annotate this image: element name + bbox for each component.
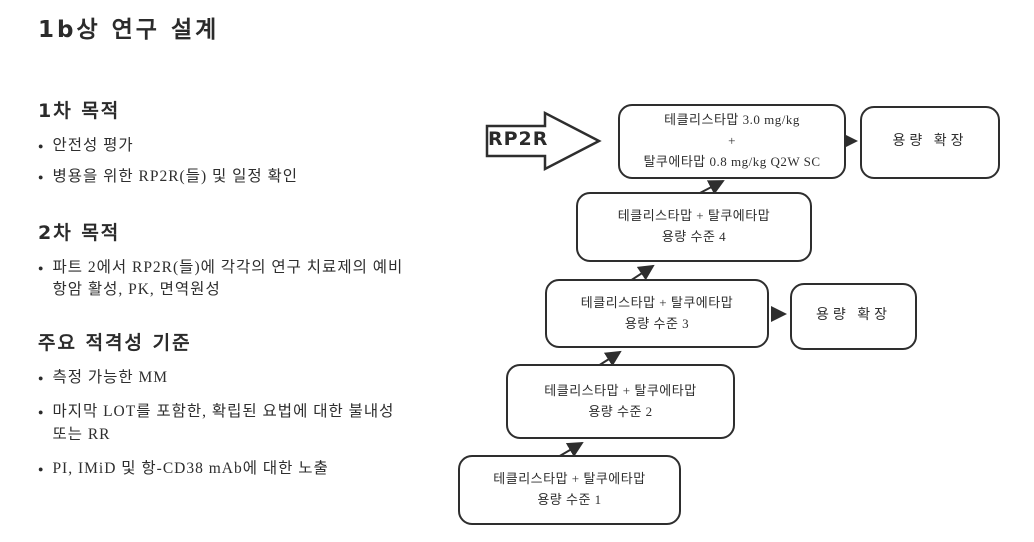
secondary-objective-heading: 2차 목적 <box>38 222 121 244</box>
box-text-line: 용량 확장 <box>815 308 892 324</box>
dose-level2-box: 테클리스타맙 + 탈쿠에타맙 용량 수준 2 <box>506 364 735 439</box>
dose-expansion-top-box: 용량 확장 <box>860 106 1000 179</box>
box-text-line: 테클리스타맙 + 탈쿠에타맙 <box>493 471 646 487</box>
bullet-text: 파트 2에서 RP2R(들)에 각각의 연구 치료제의 예비 항암 활성, PK… <box>52 259 404 299</box>
bullet-icon: ● <box>38 407 45 418</box>
arrow-level4-to-top-box-icon <box>697 180 725 195</box>
key-eligibility-heading: 주요 적격성 기준 <box>38 332 192 354</box>
list-item: ● 파트 2에서 RP2R(들)에 각각의 연구 치료제의 예비 항암 활성, … <box>38 257 453 302</box>
arrow-level1-to-level2-icon <box>557 441 584 458</box>
bullet-text: 측정 가능한 MM <box>52 369 169 386</box>
bullet-icon: ● <box>38 373 45 383</box>
dose-level4-box: 테클리스타맙 + 탈쿠에타맙 용량 수준 4 <box>576 192 812 262</box>
box-text-line: 테클리스타맙 + 탈쿠에타맙 <box>617 208 771 224</box>
box-text-line: 용량 확장 <box>892 134 968 150</box>
primary-objective-heading: 1차 목적 <box>38 100 121 122</box>
box-text-line: 테클리스타맙 + 탈쿠에타맙 <box>580 294 734 310</box>
bullet-icon: ● <box>38 172 45 183</box>
box-text-line: 테클리스타맙 3.0 mg/kg <box>664 112 800 128</box>
box-text-line: 용량 수준 3 <box>624 315 690 331</box>
bullet-text: PI, IMiD 및 항-CD38 mAb에 대한 노출 <box>52 460 329 478</box>
list-item: ● 안전성 평가 <box>38 135 453 157</box>
list-item: ● 마지막 LOT를 포함한, 확립된 요법에 대한 불내성 또는 RR <box>38 401 453 446</box>
bullet-text: 안전성 평가 <box>52 137 134 154</box>
bullet-text: 마지막 LOT를 포함한, 확립된 요법에 대한 불내성 또는 RR <box>52 403 395 443</box>
arrow-level3-to-level4-icon <box>629 264 655 282</box>
box-text-line: 용량 수준 4 <box>661 229 727 244</box>
section-secondary-objective: 2차 목적 ● 파트 2에서 RP2R(들)에 각각의 연구 치료제의 예비 항… <box>38 218 453 311</box>
bullet-icon: ● <box>38 464 45 475</box>
list-item: ● PI, IMiD 및 항-CD38 mAb에 대한 노출 <box>38 458 453 480</box>
box-text-line: + <box>728 133 736 149</box>
list-item: ● 측정 가능한 MM <box>38 367 453 389</box>
dose-level1-box: 테클리스타맙 + 탈쿠에타맙 용량 수준 1 <box>458 455 681 525</box>
section-key-eligibility: 주요 적격성 기준 ● 측정 가능한 MM ● 마지막 LOT를 포함한, 확립… <box>38 328 453 493</box>
rp2r-arrow-label: RP2R <box>488 128 549 150</box>
section-primary-objective: 1차 목적 ● 안전성 평가 ● 병용을 위한 RP2R(들) 및 일정 확인 <box>38 96 453 198</box>
bullet-icon: ● <box>38 263 45 273</box>
box-text-line: 테클리스타맙 + 탈쿠에타맙 <box>544 382 697 398</box>
dose-level3-box: 테클리스타맙 + 탈쿠에타맙 용량 수준 3 <box>545 279 769 348</box>
page-title: 1b상 연구 설계 <box>38 17 220 43</box>
rp2r-block-arrow-icon <box>485 110 602 172</box>
arrow-level2-to-level3-icon <box>597 350 622 367</box>
list-item: ● 병용을 위한 RP2R(들) 및 일정 확인 <box>38 166 453 188</box>
box-text-line: 탈쿠에타맙 0.8 mg/kg Q2W SC <box>643 153 821 169</box>
dose-expansion-mid-box: 용량 확장 <box>790 283 917 350</box>
bullet-icon: ● <box>38 141 45 151</box>
rp2r-dose-box: 테클리스타맙 3.0 mg/kg + 탈쿠에타맙 0.8 mg/kg Q2W S… <box>618 104 846 179</box>
bullet-text: 병용을 위한 RP2R(들) 및 일정 확인 <box>52 168 299 186</box>
box-text-line: 용량 수준 2 <box>588 403 653 419</box>
box-text-line: 용량 수준 1 <box>537 492 602 507</box>
